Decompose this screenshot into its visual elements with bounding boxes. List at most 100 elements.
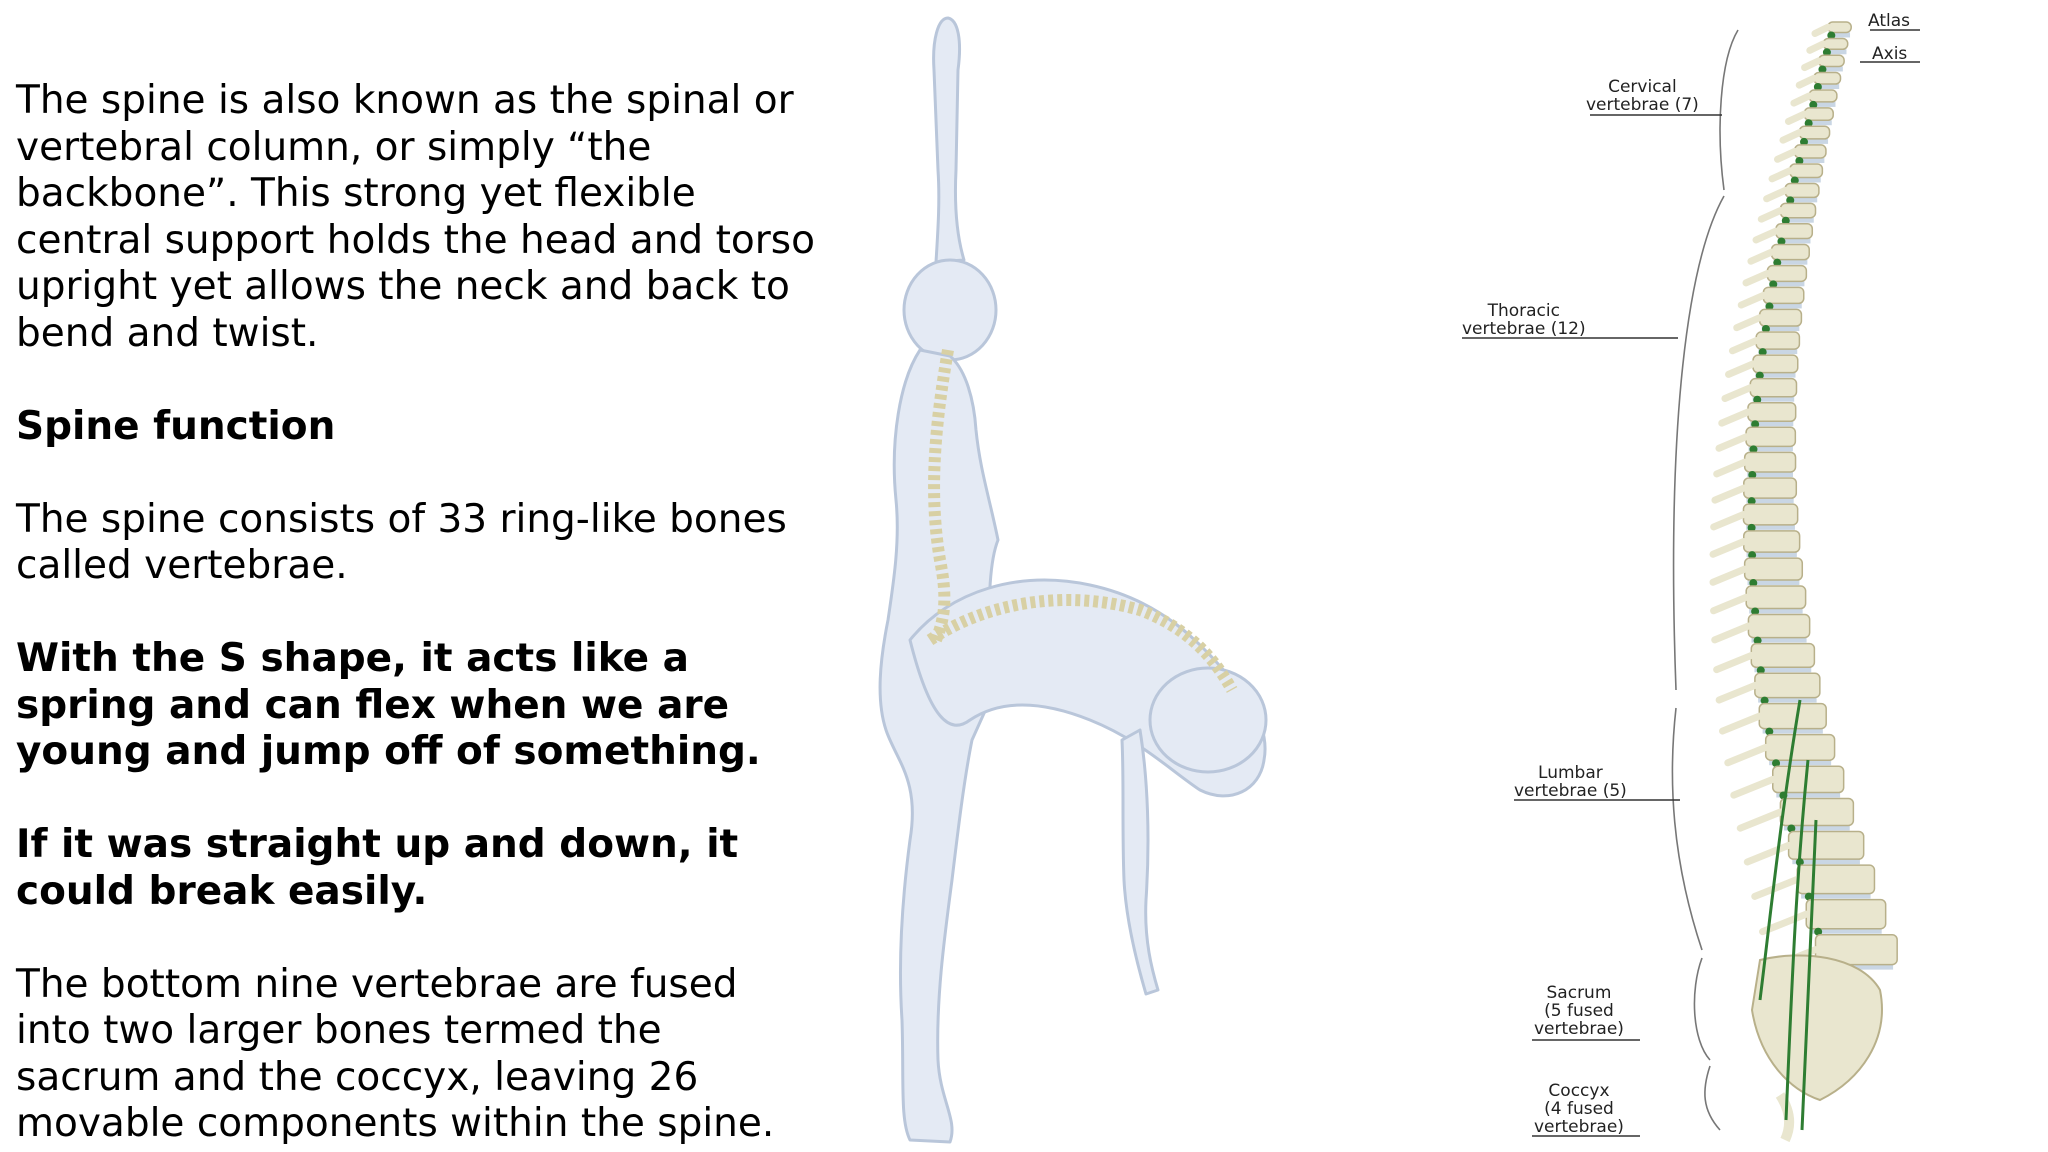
axis-label: Axis — [1872, 44, 1908, 64]
spine-anatomy-diagram — [1462, 21, 1920, 1143]
vertebra — [1770, 243, 1810, 261]
spinous-process — [1711, 484, 1748, 504]
vertebra — [1784, 182, 1820, 199]
vertebra — [1822, 37, 1849, 51]
vertebra — [1805, 898, 1887, 930]
vertebra — [1793, 144, 1827, 159]
intervertebral-disc — [1810, 101, 1836, 107]
intervertebral-disc — [1746, 552, 1797, 558]
spinal-nerve — [1755, 371, 1764, 380]
spinous-process — [1751, 875, 1801, 900]
spinous-process — [1709, 565, 1749, 586]
spinal-nerve — [1749, 445, 1758, 454]
spinous-process — [1752, 227, 1780, 244]
spinal-nerve — [1827, 31, 1836, 40]
intervertebral-disc — [1824, 49, 1847, 55]
intervertebral-disc — [1758, 697, 1817, 703]
intervertebral-disc — [1746, 524, 1795, 530]
intervertebral-disc — [1758, 349, 1798, 355]
spinal-nerve — [1765, 302, 1774, 311]
region-brackets — [1671, 29, 1739, 1131]
intervertebral-disc — [1752, 396, 1795, 402]
vertebra — [1798, 125, 1831, 140]
spinal-nerve — [1758, 348, 1767, 357]
spinal-nerve — [1747, 523, 1756, 532]
spinal-nerve — [1747, 497, 1756, 506]
spinal-nerve — [1753, 636, 1762, 645]
spinous-process — [1784, 110, 1808, 125]
intervertebral-disc — [1801, 893, 1871, 899]
spinous-process — [1709, 538, 1748, 558]
intervertebral-disc — [1748, 446, 1793, 452]
intervertebral-disc — [1769, 760, 1832, 766]
vertebra — [1755, 331, 1801, 350]
intervertebral-disc — [1786, 197, 1818, 203]
spinal-nerve — [1809, 100, 1818, 109]
intervertebral-disc — [1765, 303, 1802, 309]
spinal-nerve — [1804, 119, 1813, 128]
intervertebral-disc — [1792, 859, 1860, 865]
intervertebral-disc — [1805, 120, 1832, 126]
spinous-process — [1721, 384, 1754, 402]
spinous-process — [1710, 511, 1747, 531]
body-silhouette — [878, 16, 1268, 1144]
spinal-nerve — [1787, 824, 1796, 833]
spinous-process — [1713, 458, 1749, 478]
intervertebral-disc — [1796, 157, 1825, 163]
sacrum-label: Sacrum (5 fused vertebrae) — [1534, 983, 1624, 1039]
spinal-nerve — [1753, 395, 1762, 404]
spinous-process — [1806, 40, 1827, 54]
spinal-nerve — [1769, 280, 1778, 289]
intervertebral-disc — [1746, 498, 1794, 504]
intervertebral-disc — [1810, 928, 1882, 934]
spinal-nerve — [1800, 137, 1809, 146]
spinous-process — [1711, 622, 1752, 644]
spinal-nerve — [1751, 607, 1760, 616]
vertebra — [1743, 451, 1797, 473]
spinous-process — [1795, 74, 1818, 89]
spinous-process — [1737, 291, 1767, 309]
vertebra — [1813, 71, 1842, 85]
spinal-nerve — [1748, 551, 1757, 560]
spinous-process — [1718, 712, 1763, 735]
atlas-label: Atlas — [1868, 11, 1910, 31]
spinal-nerve — [1781, 216, 1790, 225]
vertebra — [1779, 202, 1817, 219]
thoracic-label: Thoracic vertebrae (12) — [1462, 301, 1586, 339]
intervertebral-disc — [1747, 471, 1793, 477]
figure-spine-upright — [928, 348, 954, 643]
spinous-process — [1710, 593, 1750, 615]
spinal-nerve — [1814, 927, 1823, 936]
spinous-process — [1724, 743, 1770, 767]
intervertebral-disc — [1750, 421, 1794, 427]
intervertebral-disc — [1761, 326, 1800, 332]
spinal-nerve — [1748, 470, 1757, 479]
vertebral-column — [1709, 21, 1898, 1143]
intervertebral-disc — [1769, 281, 1805, 287]
spinal-nerve — [1818, 65, 1827, 74]
vertebra — [1742, 503, 1799, 526]
vertebra — [1754, 672, 1821, 699]
fused-vertebrae-paragraph: The bottom nine vertebrae are fused into… — [16, 961, 775, 1147]
vertebra — [1743, 530, 1801, 553]
bending-figure-illustration — [878, 16, 1268, 1144]
spinous-process — [1730, 775, 1777, 799]
spinous-process — [1736, 808, 1784, 832]
intervertebral-disc — [1782, 217, 1814, 223]
spinal-nerve — [1772, 759, 1781, 768]
spinal-nerve — [1773, 258, 1782, 267]
intervertebral-disc — [1776, 792, 1841, 798]
sacrum-bone — [1750, 954, 1883, 1102]
spinous-process — [1774, 147, 1799, 163]
vertebra — [1743, 557, 1804, 581]
vertebra — [1747, 613, 1811, 639]
vertebra — [1796, 864, 1876, 895]
vertebra — [1762, 286, 1805, 305]
lumbar-label: Lumbar vertebrae (5) — [1514, 763, 1627, 801]
coccyx-bone — [1775, 1092, 1795, 1143]
spinal-nerve — [1822, 48, 1831, 57]
vertebra — [1817, 54, 1845, 68]
spinal-nerve — [1790, 176, 1799, 185]
section-heading: Spine function — [16, 403, 336, 449]
vertebra — [1827, 21, 1852, 34]
